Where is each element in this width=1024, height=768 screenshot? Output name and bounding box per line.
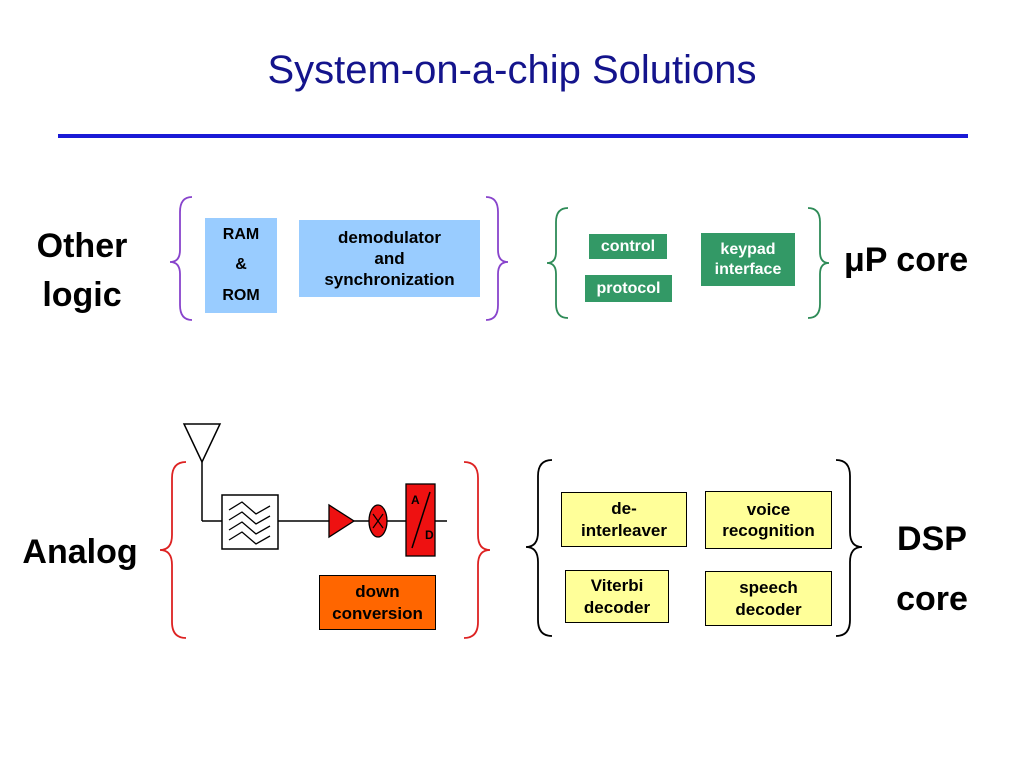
voice-recognition-box: voice recognition: [705, 491, 832, 549]
other-logic-label: Other logic: [22, 222, 142, 321]
up-core-right-brace: [807, 207, 830, 319]
ad-label-d: D: [425, 528, 434, 542]
keypad-line2: interface: [714, 260, 782, 278]
deinterleaver-box: de- interleaver: [561, 492, 687, 547]
speech-decoder-box: speech decoder: [705, 571, 832, 626]
down-conversion-box: down conversion: [319, 575, 436, 630]
mixer-icon: [368, 504, 388, 538]
other-logic-right-brace: [485, 196, 509, 321]
voice-line1: voice: [746, 499, 791, 519]
amplifier-icon: [328, 503, 356, 539]
deinterleaver-line1: de-: [611, 499, 637, 519]
speech-line2: decoder: [735, 599, 802, 619]
dsp-right-brace: [835, 459, 863, 637]
viterbi-line1: Viterbi: [590, 576, 644, 596]
filter-icon: [221, 494, 279, 550]
demodulator-line3: synchronization: [324, 270, 455, 290]
dsp-core-label: DSP core: [882, 510, 982, 629]
viterbi-line2: decoder: [583, 597, 651, 617]
up-core-label: μP core: [844, 241, 969, 279]
antenna-icon: [182, 423, 222, 522]
other-logic-label-line1: Other: [36, 227, 128, 265]
speech-line1: speech: [739, 578, 798, 598]
analog-left-brace: [159, 461, 187, 639]
analog-label: Analog: [22, 533, 138, 571]
analog-right-brace: [463, 461, 491, 639]
voice-line2: recognition: [722, 521, 815, 540]
dsp-core-label-line1: DSP: [897, 520, 967, 558]
slide-title: System-on-a-chip Solutions: [267, 48, 757, 92]
keypad-interface-box: keypad interface: [701, 233, 795, 286]
down-conversion-line1: down: [355, 582, 400, 602]
title-underline: [58, 134, 968, 138]
protocol-box: protocol: [585, 275, 672, 302]
demodulator-line2: and: [374, 248, 405, 268]
deinterleaver-line2: interleaver: [581, 520, 667, 540]
down-conversion-line2: conversion: [332, 603, 423, 623]
ram-rom-box: RAM & ROM: [205, 218, 277, 313]
dsp-left-brace: [525, 459, 553, 637]
ram-rom-line2: &: [235, 256, 247, 274]
control-box: control: [589, 234, 667, 259]
ram-rom-line3: ROM: [222, 286, 260, 304]
ram-rom-line1: RAM: [222, 225, 260, 243]
dsp-core-label-line2: core: [896, 579, 968, 618]
ad-label-a: A: [411, 493, 420, 507]
viterbi-decoder-box: Viterbi decoder: [565, 570, 669, 623]
up-core-left-brace: [546, 207, 569, 319]
keypad-line1: keypad: [720, 240, 776, 258]
demodulator-line1: demodulator: [338, 227, 441, 247]
other-logic-left-brace: [169, 196, 193, 321]
demodulator-box: demodulator and synchronization: [299, 220, 480, 297]
other-logic-label-line2: logic: [42, 276, 122, 315]
ad-converter-icon: A D: [405, 483, 436, 557]
